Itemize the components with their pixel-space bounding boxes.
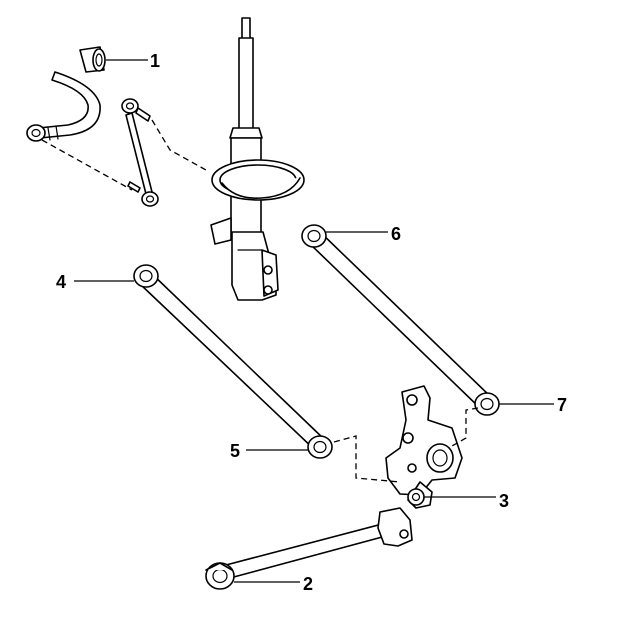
- stabilizer-bar: [26, 71, 101, 142]
- callout-label: 1: [150, 51, 160, 71]
- callout-label: 2: [303, 574, 313, 594]
- callout-6: 6: [326, 224, 401, 244]
- callout-label: 6: [391, 224, 401, 244]
- lateral-arm-6-7: [301, 224, 500, 416]
- callout-label: 7: [557, 395, 567, 415]
- callout-label: 4: [56, 272, 66, 292]
- callout-5: 5: [230, 441, 308, 461]
- callout-1: 1: [106, 51, 160, 71]
- lateral-arm-4-5: [133, 264, 333, 459]
- callout-4: 4: [56, 272, 134, 292]
- steering-knuckle: [385, 385, 463, 509]
- connector-link-to-strut: [151, 119, 207, 171]
- trailing-arm-2: [205, 507, 413, 590]
- part-1-bushing: [79, 46, 106, 73]
- strut-assembly: [210, 17, 305, 301]
- callout-label: 5: [230, 441, 240, 461]
- connector-bar-to-link: [41, 139, 133, 191]
- connector-arm5-to-knuckle: [333, 435, 401, 483]
- callout-2: 2: [234, 574, 313, 594]
- callout-3: 3: [424, 491, 509, 511]
- callout-7: 7: [499, 395, 567, 415]
- callout-label: 3: [499, 491, 509, 511]
- stabilizer-link: [121, 98, 159, 207]
